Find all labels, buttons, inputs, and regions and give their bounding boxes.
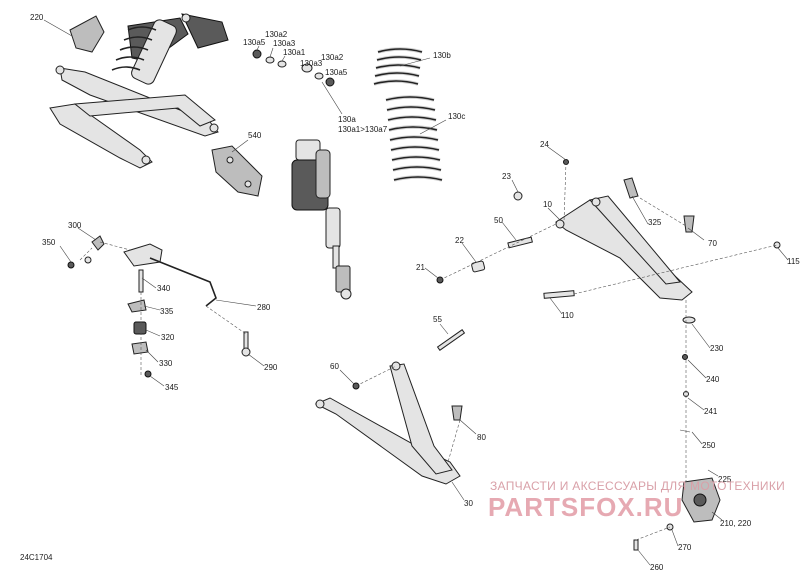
label-130a3: 130a3 xyxy=(273,39,296,48)
label-280: 280 xyxy=(257,303,271,312)
label-130a2-right: 130a2 xyxy=(321,53,344,62)
bracket-540 xyxy=(211,145,263,197)
upper-a-arm-10 xyxy=(436,159,781,301)
label-60: 60 xyxy=(330,362,339,371)
suspension-assembly-overview xyxy=(49,13,229,169)
label-345: 345 xyxy=(165,383,179,392)
label-50: 50 xyxy=(494,216,503,225)
watermark-logo: PARTSFOX.RU xyxy=(488,492,684,522)
label-70: 70 xyxy=(708,239,717,248)
label-350: 350 xyxy=(42,238,56,247)
knuckle-assembly xyxy=(633,316,721,551)
label-110: 110 xyxy=(561,311,574,320)
label-130a5-right: 130a5 xyxy=(325,68,348,77)
label-540: 540 xyxy=(248,131,262,140)
part-labels: 220 130a5 130a2 130a3 130a1 130a2 130a3 … xyxy=(30,13,800,572)
label-230: 230 xyxy=(710,344,724,353)
lower-a-arm-30 xyxy=(314,329,466,485)
label-55: 55 xyxy=(433,315,442,324)
label-300: 300 xyxy=(68,221,82,230)
label-320: 320 xyxy=(161,333,175,342)
label-23: 23 xyxy=(502,172,511,181)
label-130a-range: 130a1>130a7 xyxy=(338,125,388,134)
label-30: 30 xyxy=(464,499,473,508)
label-210-220: 210, 220 xyxy=(720,519,752,528)
stabilizer-bar-assembly xyxy=(67,235,251,378)
label-260: 260 xyxy=(650,563,664,572)
label-270: 270 xyxy=(678,543,692,552)
label-24: 24 xyxy=(540,140,549,149)
watermark-caption: ЗАПЧАСТИ И АКСЕССУАРЫ ДЛЯ МОТОТЕХНИКИ xyxy=(490,479,786,493)
label-21: 21 xyxy=(416,263,425,272)
coil-spring-130b xyxy=(373,47,423,86)
label-130c: 130c xyxy=(448,112,465,121)
label-330: 330 xyxy=(159,359,173,368)
label-10: 10 xyxy=(543,200,552,209)
label-220: 220 xyxy=(30,13,44,22)
label-340: 340 xyxy=(157,284,171,293)
label-241: 241 xyxy=(704,407,718,416)
diagram-code: 24C1704 xyxy=(20,553,53,562)
label-335: 335 xyxy=(160,307,174,316)
label-225: 225 xyxy=(718,475,732,484)
label-250: 250 xyxy=(702,441,716,450)
label-130a1: 130a1 xyxy=(283,48,306,57)
label-130a2: 130a2 xyxy=(265,30,288,39)
bushing-set xyxy=(252,49,335,87)
coil-spring-130c xyxy=(385,95,443,182)
label-115: 115 xyxy=(787,257,800,266)
label-130a3-right: 130a3 xyxy=(300,59,323,68)
label-22: 22 xyxy=(455,236,464,245)
assembly-lines xyxy=(79,161,778,541)
label-130b: 130b xyxy=(433,51,451,60)
leader-lines xyxy=(43,19,789,566)
label-325: 325 xyxy=(648,218,662,227)
label-130a5: 130a5 xyxy=(243,38,266,47)
label-130a: 130a xyxy=(338,115,356,124)
label-80: 80 xyxy=(477,433,486,442)
label-290: 290 xyxy=(264,363,278,372)
shock-absorber xyxy=(291,139,352,300)
label-240: 240 xyxy=(706,375,720,384)
